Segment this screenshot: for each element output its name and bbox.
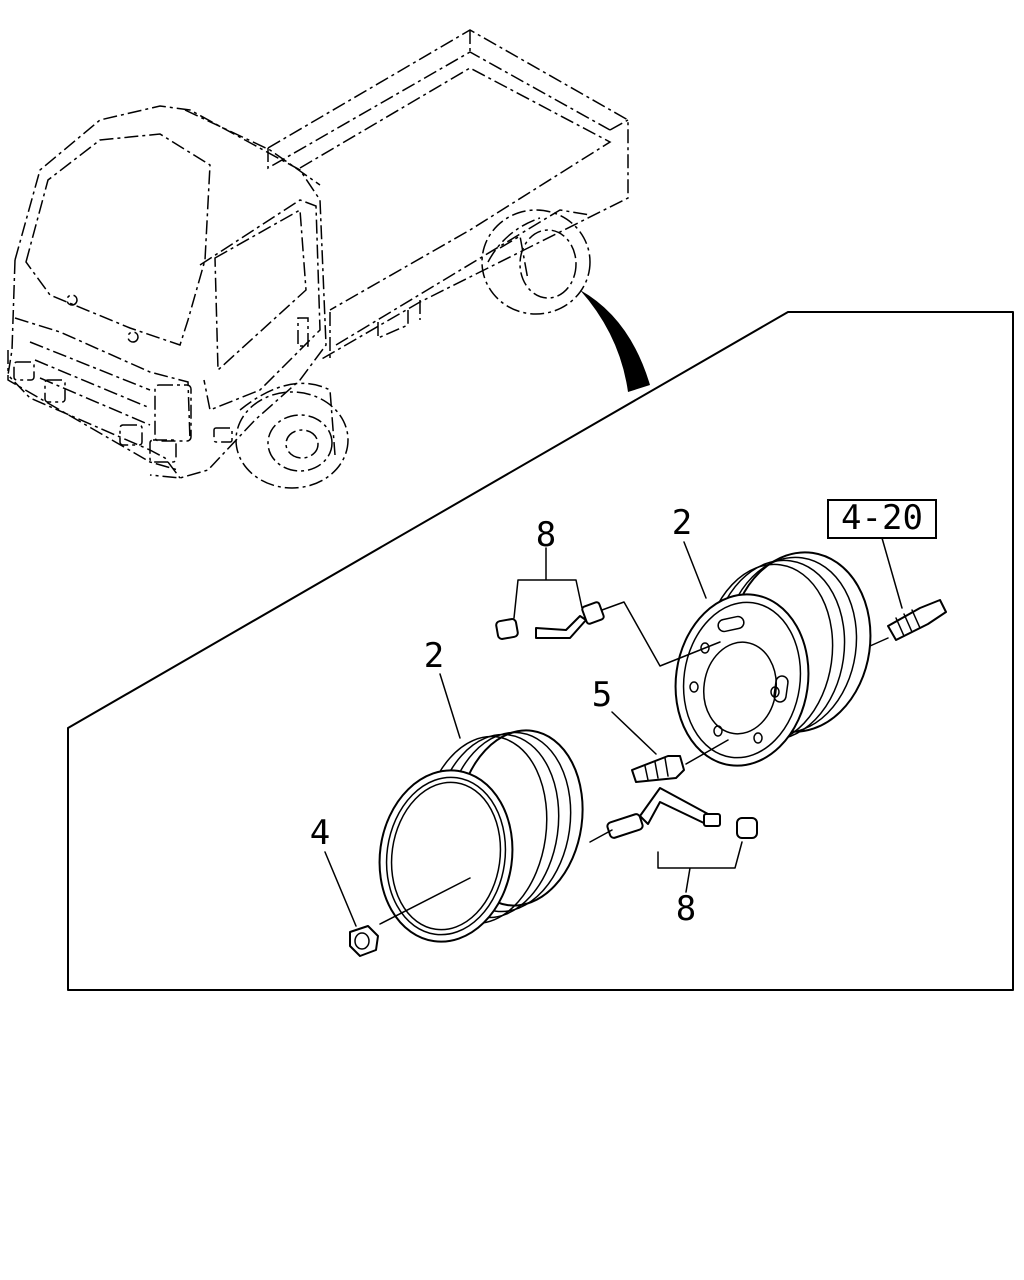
callout-wheel-front: 2 (424, 636, 444, 676)
detail-frame (67, 311, 1014, 991)
wheel-nut (349, 877, 471, 957)
detail-pointer (580, 290, 650, 392)
hub-bolt-reference (869, 599, 947, 647)
callout-valve-lower: 8 (676, 889, 696, 929)
reference-box (827, 499, 937, 539)
wheel-rim-rear (674, 551, 872, 767)
valve-stem-upper (495, 601, 721, 667)
leader-lines (324, 537, 903, 927)
hub-stud (631, 739, 729, 783)
valve-stem-lower (589, 787, 758, 843)
truck-illustration (7, 29, 629, 489)
callout-stud: 5 (592, 675, 612, 715)
callout-valve-upper: 8 (536, 515, 556, 555)
callout-wheel-rear: 2 (672, 503, 692, 543)
wheel-rim-front (378, 729, 584, 943)
callout-reference: 4-20 (841, 498, 923, 538)
callout-nut: 4 (310, 813, 330, 853)
